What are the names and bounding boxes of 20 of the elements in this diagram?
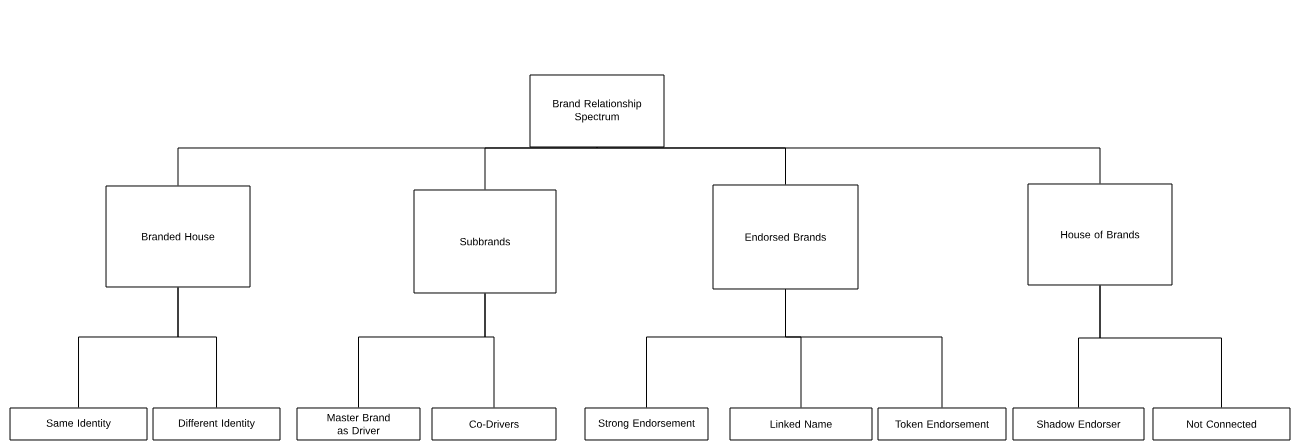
connector-line xyxy=(484,293,495,408)
category-box: Co-Drivers xyxy=(431,407,557,441)
category-box: Subbrands xyxy=(413,189,557,294)
category-box: Same Identity xyxy=(9,407,148,441)
connector-line xyxy=(177,287,217,408)
category-box: House of Brands xyxy=(1027,183,1173,286)
category-box: Brand Relationship Spectrum xyxy=(529,74,665,148)
category-box: Shadow Endorser xyxy=(1012,407,1145,441)
category-box: Branded House xyxy=(105,185,251,288)
category-box: Endorsed Brands xyxy=(712,184,859,290)
category-box: Token Endorsement xyxy=(877,407,1007,441)
category-box: Different Identity xyxy=(152,407,281,441)
connector-line xyxy=(1099,285,1222,408)
category-box: Not Connected xyxy=(1152,407,1291,441)
connector-line xyxy=(596,147,1101,184)
category-box: Strong Endorsement xyxy=(584,407,709,441)
category-box: Master Brand as Driver xyxy=(296,407,421,441)
connector-line xyxy=(484,147,598,190)
category-box: Linked Name xyxy=(729,407,873,441)
connector-line xyxy=(785,289,943,408)
